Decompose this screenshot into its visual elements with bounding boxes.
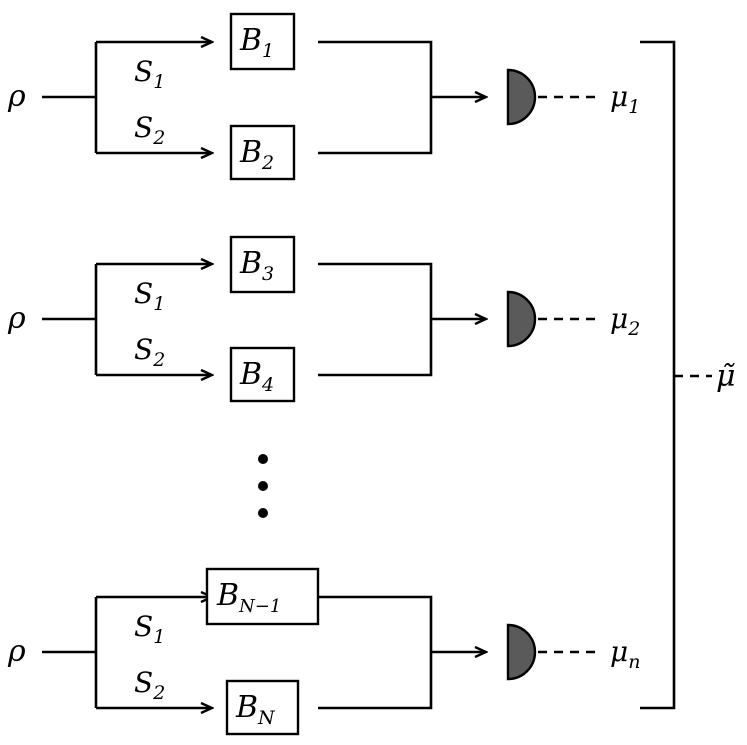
channel-label-b3: B3: [239, 246, 274, 285]
input-rho-n: ρ: [7, 634, 26, 669]
aggregation-bracket: μ̃: [640, 40, 736, 710]
branch-label-s2-group-1: S2: [134, 111, 165, 149]
channel-box-b2: [229, 124, 296, 181]
ellipsis-dot: [258, 454, 268, 464]
vertical-ellipsis: [258, 454, 268, 518]
channel-box-b4: [229, 346, 296, 403]
output-mu-2: μ2: [610, 302, 640, 340]
channel-label-bn: BN: [235, 690, 276, 729]
ellipsis-dot: [258, 508, 268, 518]
merge-line-2: [318, 262, 433, 377]
channel-label-b4: B4: [239, 357, 274, 396]
output-mu-n: μn: [610, 635, 640, 673]
merge-line-1: [318, 40, 433, 155]
group-n: ρ S1 S2 BN−1 BN μn: [7, 567, 640, 736]
right-bracket: [640, 40, 676, 710]
final-output-mu-tilde: μ̃: [716, 359, 736, 394]
channel-box-bn-minus-1: [205, 567, 320, 626]
detector-icon: [506, 290, 537, 348]
ellipsis-dot: [258, 481, 268, 491]
channel-label-b2: B2: [239, 135, 274, 174]
branch-label-s1-group-n: S1: [134, 610, 165, 648]
output-mu-1: μ1: [610, 80, 640, 118]
branch-label-s2-group-n: S2: [134, 666, 165, 704]
group-2: ρ S1 S2 B3 B4 μ2: [7, 235, 640, 403]
channel-box-b1: [229, 12, 296, 71]
branch-label-s2-group-2: S2: [134, 333, 165, 371]
input-rho-2: ρ: [7, 301, 26, 336]
input-rho-1: ρ: [7, 79, 26, 114]
merge-line-n: [318, 595, 433, 710]
branch-label-s1-group-2: S1: [134, 277, 165, 315]
channel-label-b1: B1: [239, 23, 274, 62]
channel-label-bn-minus-1: BN−1: [216, 578, 281, 617]
branch-label-s1-group-1: S1: [134, 55, 165, 93]
group-1: ρ S1 S2 B1 B2 μ1: [7, 12, 640, 181]
detector-icon: [506, 68, 537, 126]
detector-icon: [506, 623, 537, 681]
channel-box-b3: [229, 235, 296, 294]
channel-box-bn: [225, 679, 300, 736]
